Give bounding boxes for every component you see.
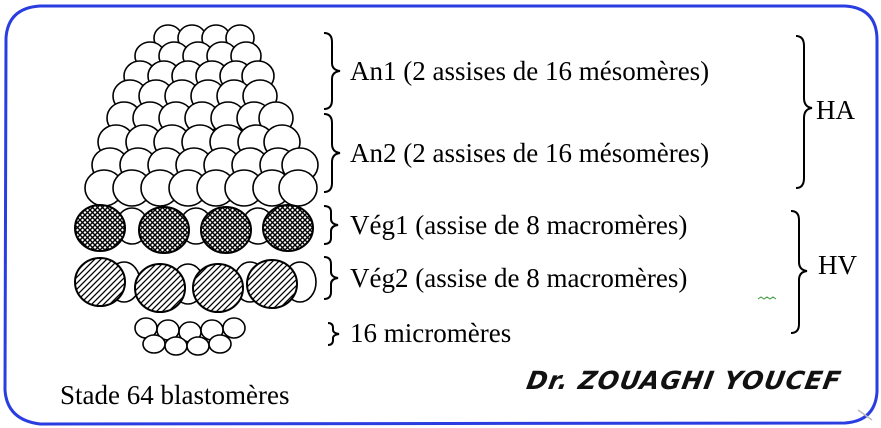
label-hemisphere-vegetal: HV bbox=[818, 250, 857, 280]
stage-caption: Stade 64 blastomères bbox=[60, 380, 290, 410]
label-veg2: Vég2 (assise de 8 macromères) bbox=[350, 263, 688, 293]
brace-micromeres bbox=[327, 322, 340, 346]
macromere-veg1-cell bbox=[74, 204, 126, 252]
label-an1: An1 (2 assises de 16 mésomères) bbox=[350, 56, 710, 86]
author-signature: Dr. ZOUAGHI YOUCEF bbox=[524, 366, 844, 395]
micromere-cell bbox=[222, 317, 246, 339]
macromere-veg1-cell bbox=[138, 206, 190, 254]
brace-an1 bbox=[323, 32, 341, 110]
spellcheck-underline bbox=[757, 296, 777, 300]
macromere-veg2-cell bbox=[192, 263, 244, 313]
label-an2: An2 (2 assises de 16 mésomères) bbox=[350, 138, 710, 168]
micromere-cell bbox=[208, 334, 232, 354]
macromere-veg2-cell bbox=[246, 259, 298, 309]
label-micromeres: 16 micromères bbox=[350, 318, 512, 348]
brace-veg1 bbox=[323, 205, 339, 245]
brace-hemisphere-vegetal bbox=[790, 210, 808, 334]
macromere-veg1-cell bbox=[262, 204, 314, 252]
macromere-veg1-cell bbox=[200, 206, 252, 254]
label-veg1: Vég1 (assise de 8 macromères) bbox=[350, 210, 688, 240]
brace-veg2 bbox=[323, 256, 339, 300]
brace-hemisphere-animal bbox=[795, 35, 813, 189]
brace-an2 bbox=[323, 113, 341, 193]
label-hemisphere-animal: HA bbox=[816, 95, 855, 125]
macromere-veg2-cell bbox=[134, 263, 186, 313]
macromere-veg2-cell bbox=[74, 257, 126, 307]
